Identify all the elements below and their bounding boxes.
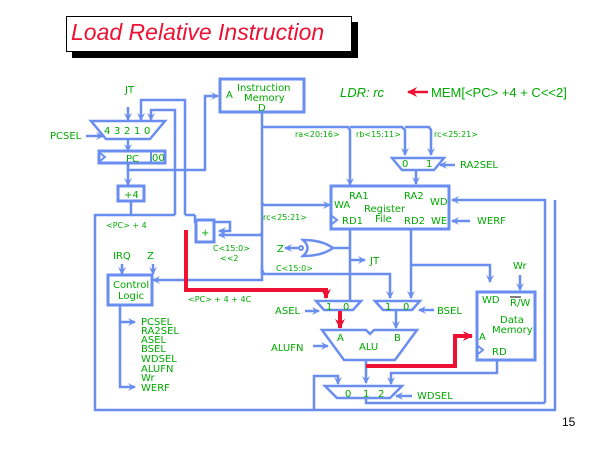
ra2-mux-in0: 0: [402, 159, 408, 170]
control-signal: WERF: [141, 383, 170, 394]
dmem-addr-port: A: [479, 332, 486, 343]
wdsel-in0: 0: [345, 389, 351, 400]
jt-input-label: JT: [124, 85, 135, 96]
control-signal-list: PCSEL RA2SEL ASEL BSEL WDSEL ALUFN Wr WE…: [141, 317, 179, 394]
asel-label: ASEL: [275, 306, 301, 317]
shift-label: <<2: [220, 254, 239, 263]
rc-field-label: rc<25:21>: [434, 130, 478, 139]
dmem-clock-icon: [477, 345, 485, 355]
rf-ra1: RA1: [349, 191, 369, 202]
equation-lhs: LDR: rc: [340, 85, 385, 100]
control-signal: ALUFN: [141, 364, 173, 375]
pc-plus4-label: <PC> + 4: [106, 221, 147, 230]
pc-mux-inputs: 4 3 2 1 0: [104, 126, 150, 137]
pc-label: PC: [126, 154, 139, 165]
jt-output-label: JT: [369, 256, 380, 267]
plus4-adder: [116, 184, 146, 203]
pc-mux-in-1: 1: [134, 126, 140, 137]
pc-mux-in-2: 2: [124, 126, 130, 137]
alu-a-port: A: [337, 333, 344, 344]
highlight-path-branch: [184, 230, 331, 299]
bsel-mux-in0: 0: [403, 302, 409, 313]
z-output-label: Z: [277, 244, 284, 255]
imem-addr-port: A: [226, 90, 233, 101]
wdsel-in1: 1: [363, 389, 369, 400]
branch-adder: [194, 218, 216, 244]
alufn-label: ALUFN: [271, 343, 303, 354]
rf-clock-icon: [331, 215, 339, 225]
zero-detect-gate: [299, 238, 336, 258]
data-memory: [475, 290, 537, 362]
alu-label: ALU: [359, 342, 378, 353]
rb-field-label: rb<15:11>: [356, 130, 401, 139]
rf-rd2: RD2: [404, 216, 425, 227]
dmem-title-1: Data: [500, 315, 524, 326]
branch-adder-label: +: [201, 228, 209, 239]
bsel-mux: [372, 299, 423, 312]
dmem-rw-port: R/W: [510, 298, 530, 309]
ra-field-label: ra<20:16>: [295, 130, 340, 139]
wdsel-label: WDSEL: [417, 391, 453, 402]
rf-wa: WA: [334, 200, 350, 211]
pc-mux-in-3: 3: [114, 126, 120, 137]
instruction-memory: [218, 77, 306, 114]
dmem-title-2: Memory: [492, 325, 533, 336]
dmem-rd-port: RD: [492, 347, 507, 358]
irq-label: IRQ: [113, 251, 131, 262]
wdsel-in2: 2: [378, 389, 384, 400]
ldr-equation: LDR: rc MEM[<PC> +4 + C<<2]: [340, 85, 567, 100]
equation-rhs: MEM[<PC> +4 + C<<2]: [431, 85, 567, 100]
branch-sum-label: <PC> + 4 + 4C: [188, 295, 252, 304]
ra2-mux-in1: 1: [426, 159, 432, 170]
control-title-2: Logic: [118, 291, 144, 302]
werf-label: WERF: [477, 216, 506, 227]
rf-ra2: RA2: [404, 191, 424, 202]
asel-mux: [313, 299, 364, 312]
ra2-mux: [389, 156, 447, 172]
control-signal: Wr: [141, 373, 155, 384]
imem-title-1: Instruction: [237, 83, 291, 94]
asel-mux-in0: 0: [343, 302, 349, 313]
c-field-label: C<15:0>: [213, 244, 250, 253]
ra2sel-label: RA2SEL: [460, 160, 498, 171]
page-number: 15: [562, 415, 576, 429]
rf-wd: WD: [430, 197, 448, 208]
pc-mux-in-4: 4: [104, 126, 110, 137]
rf-title-2: File: [375, 214, 392, 225]
rf-title-1: Register: [364, 204, 406, 215]
dmem-wd-port: WD: [482, 295, 500, 306]
rf-we: WE: [431, 216, 447, 227]
imem-title-2: Memory: [244, 93, 285, 104]
bsel-label: BSEL: [437, 306, 462, 317]
control-signal: RA2SEL: [141, 326, 179, 337]
plus4-label: +4: [124, 190, 139, 201]
alu-b-port: B: [394, 333, 401, 344]
title-box: Load Relative Instruction: [66, 16, 352, 52]
pc-mux-in-0: 0: [144, 126, 150, 137]
register-file: [329, 184, 451, 231]
slide-title: Load Relative Instruction: [71, 19, 325, 45]
z-input-label: Z: [147, 251, 154, 262]
rc-wa-field-label: rc<25:21>: [263, 213, 307, 222]
c-bus-label: C<15:0>: [276, 264, 313, 273]
pc-register: [97, 149, 167, 165]
alu: [319, 328, 420, 362]
wr-label: Wr: [513, 261, 527, 272]
control-signal: BSEL: [141, 344, 166, 355]
bsel-mux-in1: 1: [385, 302, 391, 313]
rf-rd1: RD1: [342, 216, 363, 227]
highlight-path-dmem-addr: [366, 331, 473, 368]
control-title-1: Control: [113, 280, 149, 291]
control-signal: ASEL: [141, 335, 167, 346]
control-logic: [106, 273, 154, 307]
pc-clock-icon: [99, 152, 107, 162]
wdsel-mux: [321, 384, 406, 400]
asel-mux-in1: 1: [326, 302, 332, 313]
control-signal: WDSEL: [141, 354, 177, 365]
pc-suffix: 00: [152, 153, 165, 164]
control-signal: PCSEL: [141, 317, 173, 328]
pcsel-label: PCSEL: [50, 131, 82, 142]
imem-data-port: D: [258, 103, 266, 114]
